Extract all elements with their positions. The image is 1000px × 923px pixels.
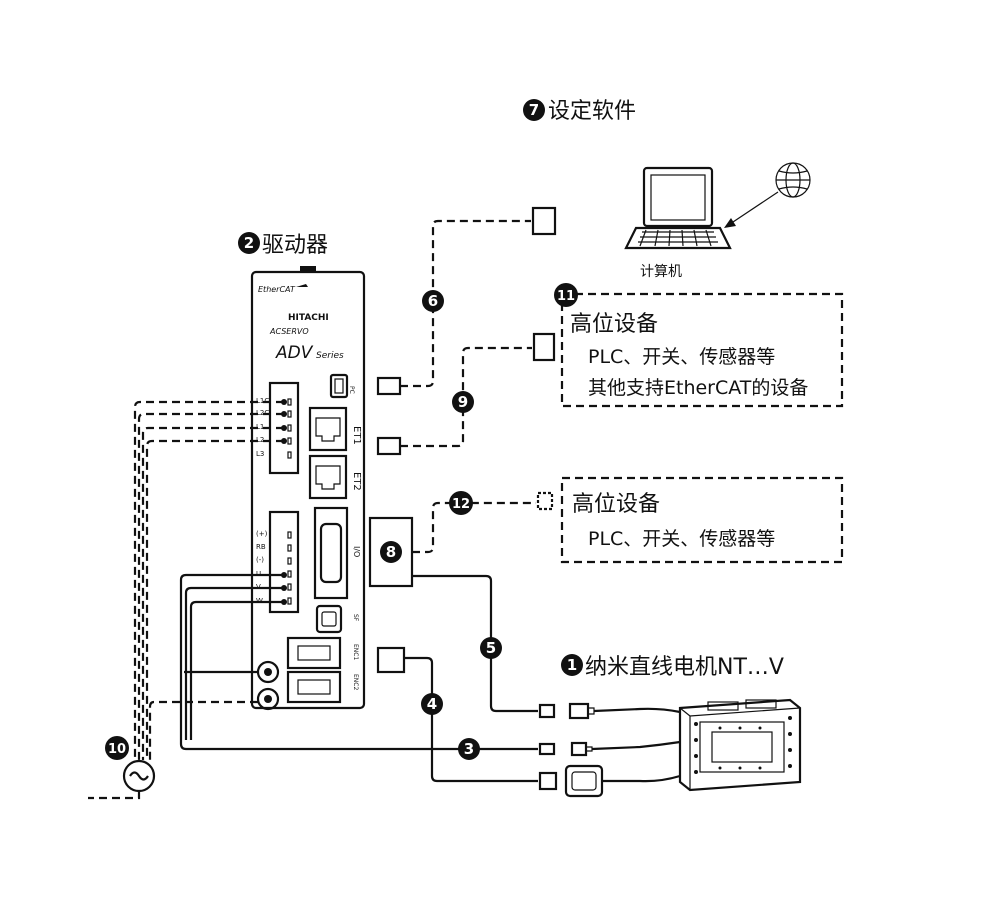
cable-6: 6 <box>376 206 557 396</box>
internet-arrow <box>724 191 779 228</box>
svg-text:12: 12 <box>452 497 470 512</box>
host2-line1: PLC、开关、传感器等 <box>588 528 775 550</box>
host-device-2: 高位设备 PLC、开关、传感器等 <box>536 476 844 564</box>
maker-name: HITACHI <box>288 313 329 323</box>
host-device-1: 11 高位设备 PLC、开关、传感器等 其他支持EtherCAT的设备 <box>532 283 844 408</box>
port-et1-label: ET1 <box>351 426 362 445</box>
io-module-8: 8 <box>368 516 414 588</box>
port-et2-label: ET2 <box>351 472 362 491</box>
svg-text:6: 6 <box>428 292 438 310</box>
model-name: ACSERVO <box>269 327 309 336</box>
globe-icon <box>775 162 811 198</box>
motor-connector-3 <box>570 740 681 757</box>
host1-title: 高位设备 <box>570 312 658 337</box>
terminal-l2: L2 <box>256 436 264 444</box>
motor-connector-5 <box>568 702 681 720</box>
svg-text:1: 1 <box>567 656 577 674</box>
laptop-icon <box>624 166 732 250</box>
servo-driver: EtherCAT HITACHI ACSERVO ADV Series L1C … <box>250 266 366 711</box>
computer-label: 计算机 <box>640 264 682 280</box>
software-label: 7 设定软件 <box>523 99 636 124</box>
motor-title: 纳米直线电机NT…V <box>585 655 784 680</box>
terminal-l3: L3 <box>256 450 264 458</box>
port-pc-label: PC <box>348 386 355 394</box>
cable-5: 5 <box>412 574 556 719</box>
software-title: 设定软件 <box>548 99 636 124</box>
motor-connector-4 <box>564 764 681 798</box>
ethercat-logo: EtherCAT <box>258 285 296 294</box>
port-enc2-label: ENC2 <box>352 674 359 690</box>
port-io-label: I/O <box>352 546 361 557</box>
driver-number: 2 <box>244 234 254 252</box>
power-supply-10: 10 <box>88 400 284 800</box>
svg-text:5: 5 <box>486 639 496 657</box>
svg-text:11: 11 <box>557 289 575 304</box>
cable-9: 9 <box>376 346 532 456</box>
software-number: 7 <box>529 101 539 119</box>
svg-text:9: 9 <box>458 393 468 411</box>
series-suffix: Series <box>316 351 344 361</box>
svg-text:8: 8 <box>386 543 396 561</box>
svg-text:4: 4 <box>427 695 437 713</box>
driver-label: 2 驱动器 <box>238 232 328 258</box>
terminal-minus: (-) <box>256 556 264 564</box>
port-enc1-label: ENC1 <box>352 644 359 660</box>
terminal-rb: RB <box>256 543 266 551</box>
svg-text:10: 10 <box>108 742 126 757</box>
host2-title: 高位设备 <box>572 492 660 517</box>
cable-4: 4 <box>376 646 558 791</box>
terminal-l1: L1 <box>256 423 264 431</box>
series-name: ADV <box>275 343 314 363</box>
terminal-plus: (+) <box>256 530 268 538</box>
motor-label: 1 纳米直线电机NT…V <box>561 654 784 680</box>
svg-text:3: 3 <box>464 740 474 758</box>
cable-12: 12 <box>412 491 536 554</box>
host1-line1: PLC、开关、传感器等 <box>588 346 775 368</box>
linear-motor-stage <box>564 698 802 798</box>
host1-line2: 其他支持EtherCAT的设备 <box>588 377 808 399</box>
terminal-l2c: L2C <box>256 409 269 417</box>
driver-title: 驱动器 <box>262 233 328 258</box>
cable-3: 3 <box>179 573 556 760</box>
port-sf-label: SF <box>352 614 359 622</box>
terminal-l1c: L1C <box>256 397 269 405</box>
